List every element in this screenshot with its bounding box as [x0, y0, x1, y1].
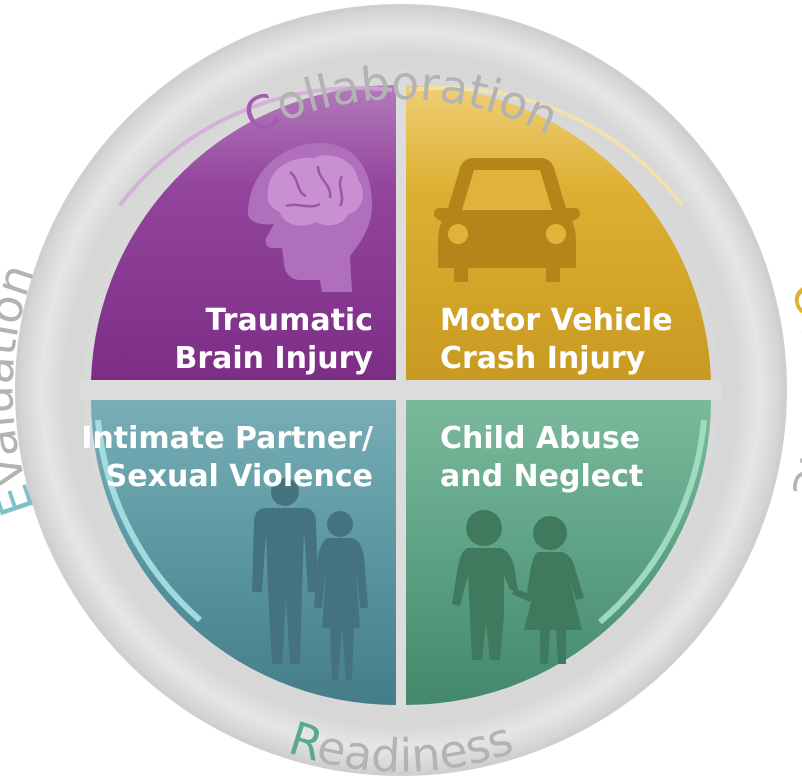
- horizontal-divider: [80, 380, 722, 400]
- tbi-label-line2: Brain Injury: [174, 341, 373, 376]
- adult-couple-icon: [252, 478, 368, 680]
- can-label-line2: and Neglect: [440, 459, 643, 494]
- brain-folds: [285, 165, 344, 208]
- gold-rim-highlight: [409, 86, 684, 207]
- car-headlights: [448, 224, 566, 244]
- ipv-label-line1: Intimate Partner/: [81, 421, 373, 456]
- quadrant-intimate-partner-violence: [91, 400, 396, 705]
- ring-initial-o: O: [781, 275, 802, 324]
- car-windshield: [462, 170, 552, 210]
- green-rim-highlight: [598, 419, 707, 625]
- purple-rim-highlight: [118, 86, 393, 207]
- ipv-label-line2: Sexual Violence: [106, 459, 373, 494]
- tbi-label-line1: Traumatic: [206, 303, 373, 338]
- can-label-line1: Child Abuse: [440, 421, 640, 456]
- teal-rim-highlight: [95, 419, 202, 623]
- children-holding-hands-icon: [452, 510, 584, 664]
- mvc-label-line1: Motor Vehicle: [440, 303, 673, 338]
- mvc-label-line2: Crash Injury: [440, 341, 646, 376]
